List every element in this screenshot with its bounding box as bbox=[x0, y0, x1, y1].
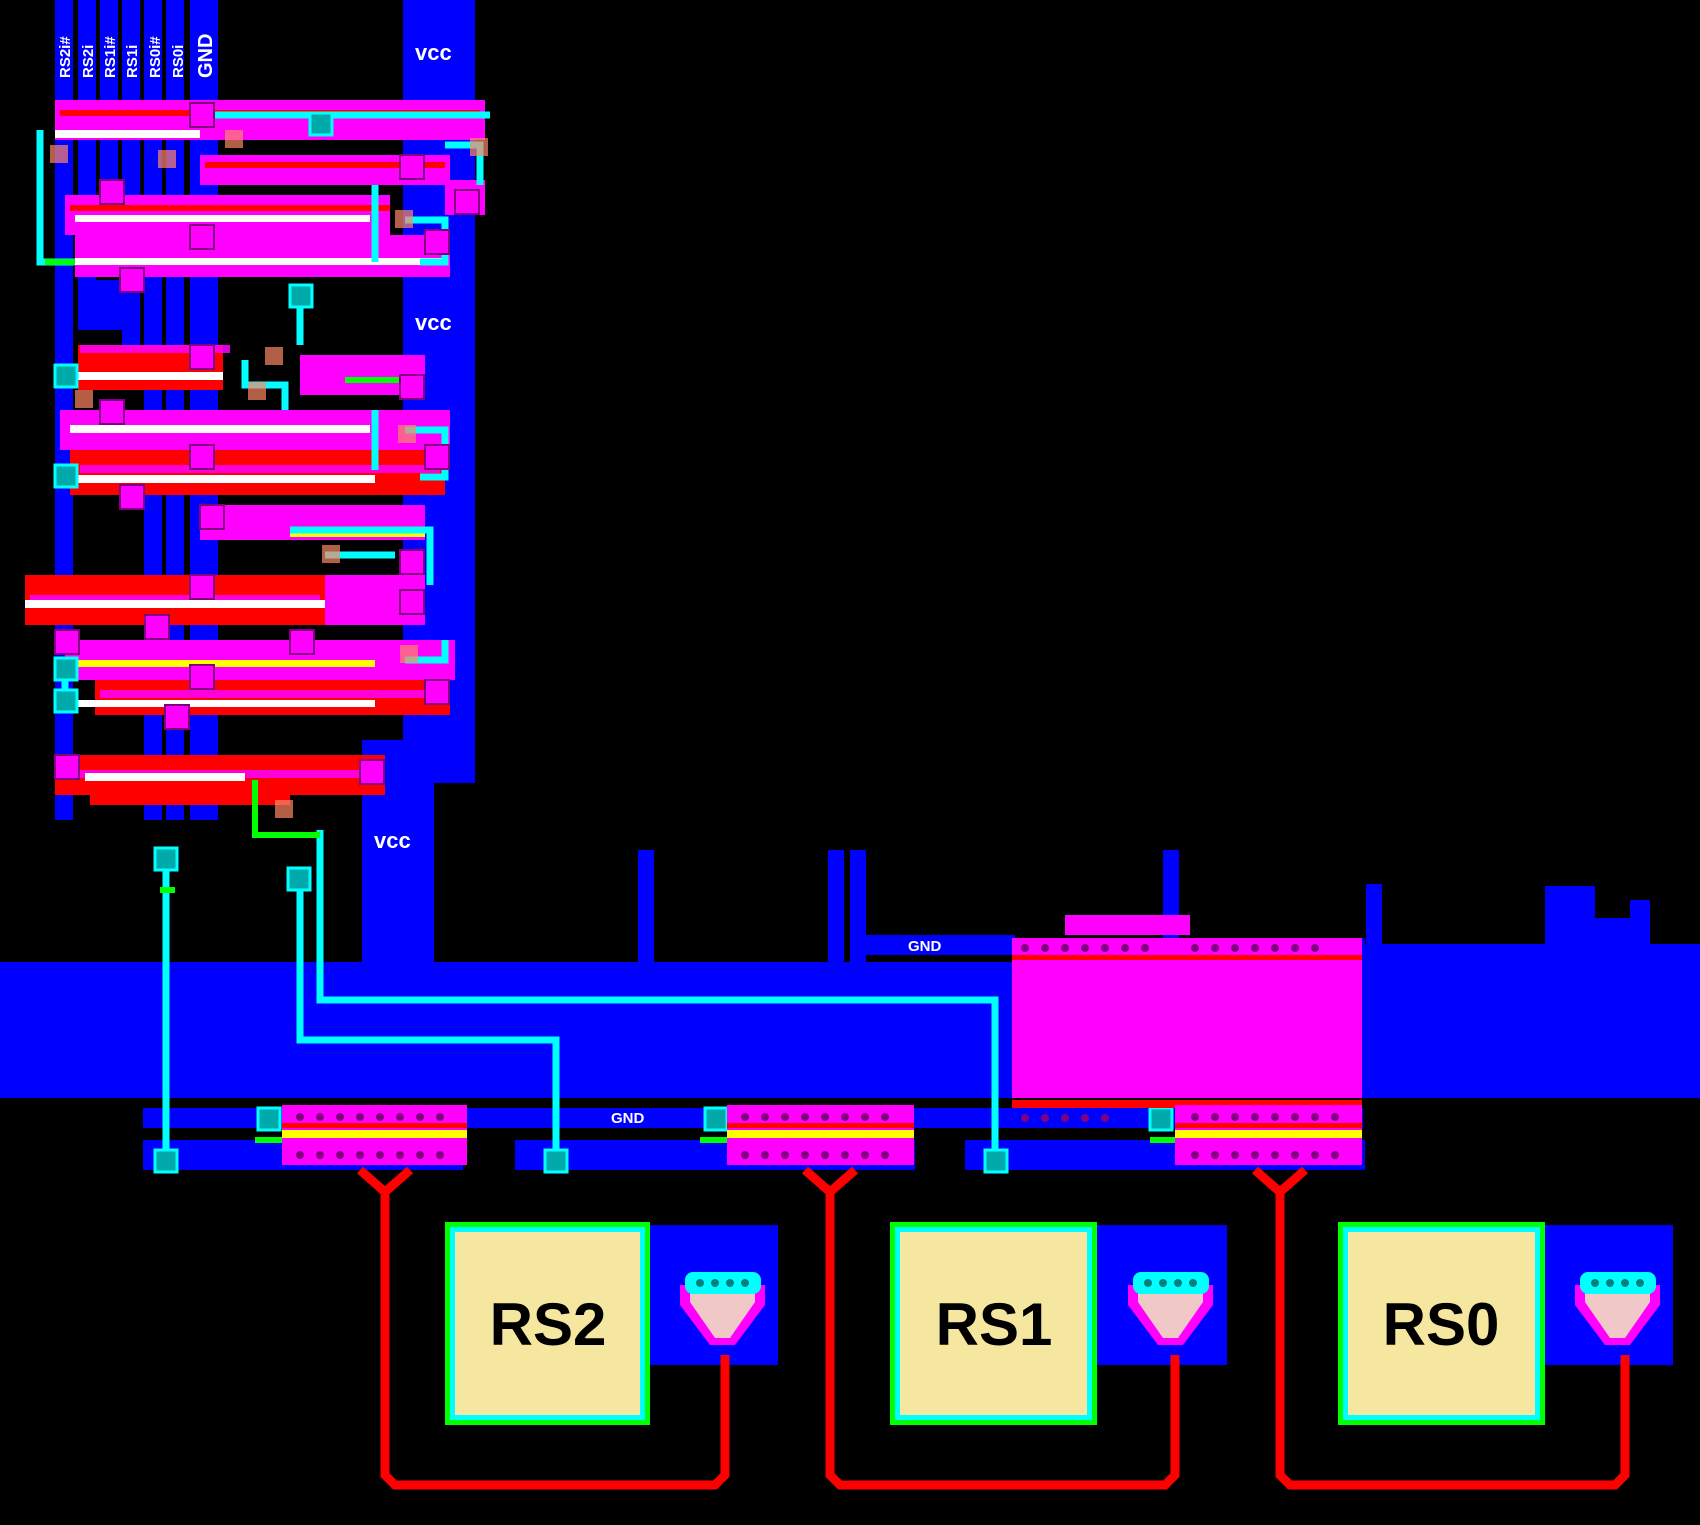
connector-rs1 bbox=[1128, 1272, 1213, 1345]
relay-label-rs1: RS1 bbox=[936, 1291, 1053, 1358]
contacts bbox=[50, 102, 1174, 1174]
label-rs1-inv: RS1i# bbox=[102, 36, 119, 78]
label-rs0-inv: RS0i# bbox=[147, 36, 164, 78]
label-rs2-inv: RS2i# bbox=[57, 36, 74, 78]
driver-strips bbox=[282, 915, 1362, 1165]
relay-label-rs0: RS0 bbox=[1383, 1291, 1500, 1358]
connector-rs2 bbox=[680, 1272, 765, 1345]
label-vcc-mid: vcc bbox=[415, 310, 452, 335]
label-rs2: RS2i bbox=[80, 45, 97, 78]
green-routing bbox=[45, 259, 1175, 1143]
relay-rs2 bbox=[445, 1222, 650, 1425]
label-gnd-lower: GND bbox=[611, 1110, 645, 1127]
label-gnd-vertical: GND bbox=[195, 34, 217, 78]
label-rs1: RS1i bbox=[124, 45, 141, 78]
coil-traces bbox=[357, 1166, 1630, 1490]
label-vcc-low: vcc bbox=[374, 828, 411, 853]
label-rs0: RS0i bbox=[170, 45, 187, 78]
relay-label-rs2: RS2 bbox=[490, 1291, 607, 1358]
label-vcc-top: vcc bbox=[415, 40, 452, 65]
relay-rs0 bbox=[1338, 1222, 1545, 1425]
label-gnd-upper: GND bbox=[908, 938, 942, 955]
connector-rs0 bbox=[1575, 1272, 1660, 1345]
relay-rs1 bbox=[890, 1222, 1097, 1425]
